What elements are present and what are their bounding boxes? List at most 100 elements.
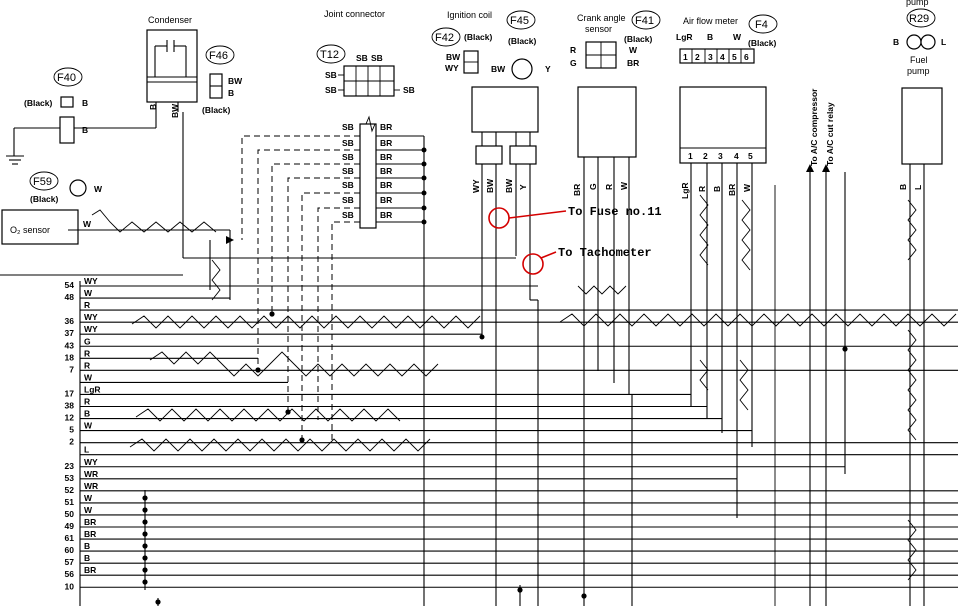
svg-text:BR: BR (380, 152, 392, 162)
svg-text:1: 1 (683, 52, 688, 62)
terminal-wire-color: W (84, 493, 93, 503)
f40-lower-wire: B (82, 125, 88, 135)
crank-title-2: sensor (585, 24, 612, 34)
terminal-number: 23 (65, 461, 75, 471)
joint-right-labels: BR BR BR BR BR BR BR (380, 122, 392, 220)
crank-wire-br: BR (572, 184, 582, 196)
crank-wire-g: G (588, 183, 598, 190)
joint-row1-pin: SB (325, 70, 337, 80)
terminal-wire-color: G (84, 336, 91, 346)
f45-pin-bw: BW (491, 64, 506, 74)
svg-text:6: 6 (744, 52, 749, 62)
joint-top-pin-1: SB (356, 53, 368, 63)
terminal-number: 60 (65, 545, 75, 555)
terminal-row: 51 W (65, 493, 958, 507)
crank-id: F41 (635, 15, 654, 27)
junction-dot (581, 593, 587, 599)
tach-annotation: To Tachometer (558, 246, 652, 260)
terminal-number: 12 (65, 413, 75, 423)
terminal-wire-color: R (84, 300, 90, 310)
f40-pin: B (82, 98, 88, 108)
svg-text:5: 5 (748, 151, 753, 161)
ignition-wire-wy: WY (471, 179, 481, 193)
crank-color: (Black) (624, 34, 653, 44)
afm-color: (Black) (748, 38, 777, 48)
svg-text:3: 3 (708, 52, 713, 62)
f42-pin-wy: WY (445, 63, 459, 73)
f46-id: F46 (209, 50, 228, 62)
fuel-pump: pump R29 B L Fuel pump B L (893, 0, 946, 606)
junction-dot (155, 599, 161, 605)
joint-title: Joint connector (324, 9, 385, 19)
terminal-wire-color: WY (84, 312, 98, 322)
terminal-number: 48 (65, 292, 75, 302)
crank-pin-g: G (570, 58, 577, 68)
crank-wire-w: W (619, 181, 629, 190)
f40-id: F40 (57, 72, 76, 84)
junction-dot (142, 555, 148, 561)
junction-dot (285, 409, 291, 415)
terminal-wire-color: W (84, 372, 93, 382)
condenser-wire-b: B (148, 104, 158, 110)
terminal-number: 10 (65, 581, 75, 591)
crank-wire-r: R (604, 184, 614, 190)
afm-wire-w: W (742, 183, 752, 192)
terminal-wire-color: WY (84, 457, 98, 467)
terminal-number: 57 (65, 557, 75, 567)
terminal-number: 53 (65, 473, 75, 483)
svg-text:SB: SB (342, 122, 354, 132)
crank-angle-sensor: Crank angle sensor F41 (Black) R W G BR … (570, 10, 661, 606)
connector-f46: F46 BW B (Black) (202, 45, 243, 115)
terminal-number: 54 (65, 280, 75, 290)
ignition-title: Ignition coil (447, 10, 492, 20)
terminal-number: 49 (65, 521, 75, 531)
fuel-pump-wire-b: B (898, 184, 908, 190)
fuel-pump-wire-l: L (913, 185, 923, 190)
condenser: Condenser B BW (146, 15, 198, 118)
svg-text:SB: SB (342, 210, 354, 220)
ignition-wire-y: Y (518, 184, 528, 190)
junction-dot (255, 367, 261, 373)
terminal-wire-color: WR (84, 469, 98, 479)
terminal-wire-color: R (84, 360, 90, 370)
afm-wire-br: BR (727, 184, 737, 196)
terminal-row: R (80, 300, 958, 311)
svg-text:BR: BR (380, 210, 392, 220)
junction-dot (142, 531, 148, 537)
ignition-wire-bw-1: BW (485, 178, 495, 193)
f45-pin-y: Y (545, 64, 551, 74)
ac-cut-relay-label: To A/C cut relay (825, 102, 835, 166)
terminal-wire-color: WR (84, 481, 98, 491)
o2-sensor: O₂ sensor W (1, 209, 92, 245)
junction-dot (142, 579, 148, 585)
condenser-wire-bw: BW (170, 103, 180, 118)
crank-pin-w: W (629, 45, 638, 55)
terminal-wire-color: W (84, 421, 93, 431)
joint-row2-pin-1: SB (325, 85, 337, 95)
terminal-wire-color: L (84, 445, 89, 455)
junction-dot (299, 437, 305, 443)
ignition-wire-bw-2: BW (504, 178, 514, 193)
svg-text:1: 1 (688, 151, 693, 161)
fuse-annotation: To Fuse no.11 (568, 205, 662, 219)
terminal-number: 51 (65, 497, 75, 507)
terminal-number: 7 (69, 364, 74, 374)
ac-connections: To A/C compressor To A/C cut relay (806, 88, 835, 606)
fuel-pump-pin-l: L (941, 37, 946, 47)
terminal-wire-color: WY (84, 276, 98, 286)
terminal-number: 38 (65, 401, 75, 411)
terminal-row: 10 (65, 581, 958, 591)
afm-pin-numbers: 1 2 3 4 5 6 (683, 52, 749, 62)
junction-dot (842, 346, 848, 352)
terminal-wire-color: B (84, 541, 90, 551)
